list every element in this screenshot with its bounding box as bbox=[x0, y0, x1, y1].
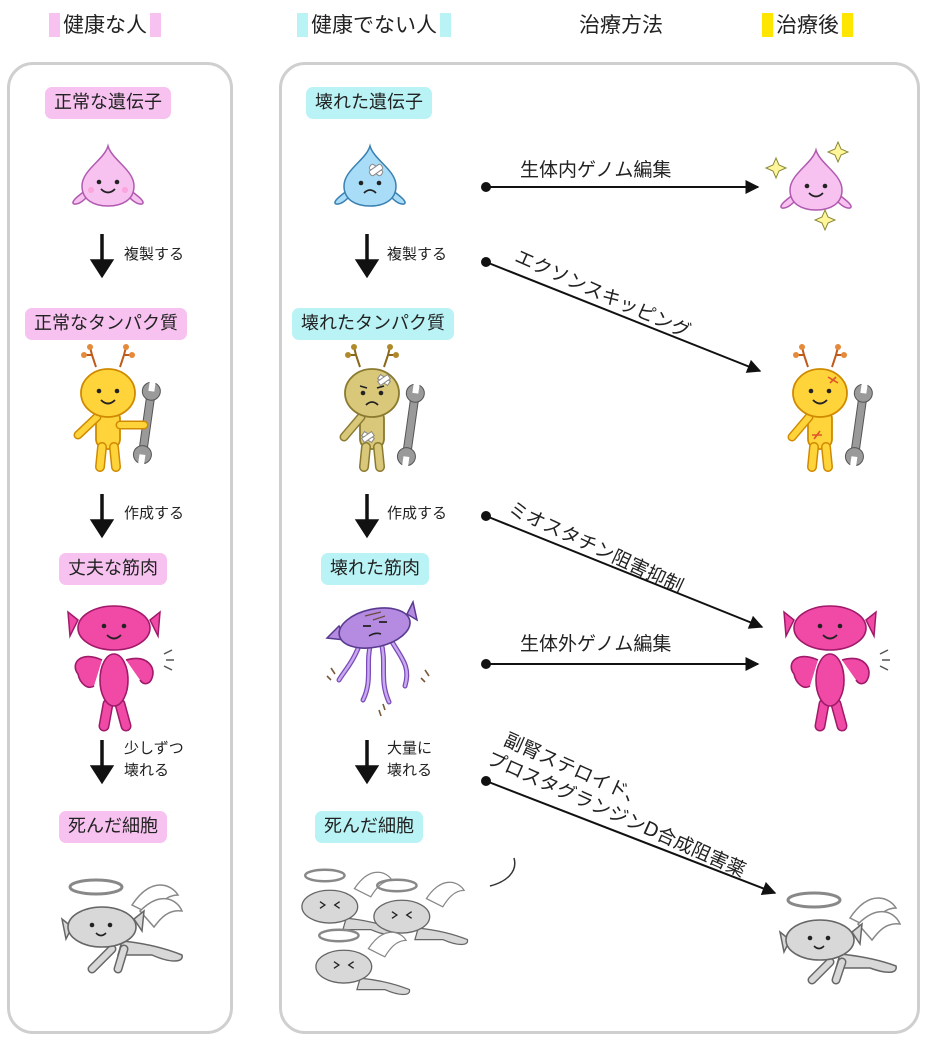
label-normal-protein: 正常なタンパク質 bbox=[25, 308, 187, 340]
cyan-marker bbox=[440, 13, 451, 37]
wrench-character-icon bbox=[73, 344, 161, 472]
label-dead-cell: 死んだ細胞 bbox=[59, 811, 167, 843]
drop-character-icon bbox=[780, 149, 852, 211]
pink-marker bbox=[150, 13, 161, 37]
angel-cell-icon bbox=[60, 878, 184, 974]
label-broken-muscle: 壊れた筋肉 bbox=[321, 553, 429, 585]
broken-wrench-character-icon bbox=[339, 344, 425, 472]
sparkle-icon bbox=[764, 140, 850, 232]
repaired-wrench-character-icon bbox=[787, 344, 873, 472]
label-strong-muscle: 丈夫な筋肉 bbox=[59, 553, 167, 585]
step-replicate: 複製する bbox=[124, 245, 185, 263]
label-normal-gene: 正常な遺伝子 bbox=[45, 87, 171, 119]
treatment-arrows bbox=[481, 180, 777, 895]
label-dead-cell-broken: 死んだ細胞 bbox=[315, 811, 423, 843]
step-replicate-broken: 複製する bbox=[387, 245, 448, 263]
header-unhealthy: 健康でない人 bbox=[297, 10, 451, 40]
angel-cell-icon bbox=[778, 891, 902, 985]
flexing-muscle-icon bbox=[783, 605, 890, 732]
angel-cells-group-icon bbox=[301, 857, 516, 996]
treatment-ex-vivo-genome-editing: 生体外ゲノム編集 bbox=[520, 633, 672, 655]
yellow-marker bbox=[842, 13, 853, 37]
yellow-marker bbox=[762, 13, 773, 37]
cyan-marker bbox=[297, 13, 308, 37]
unhealthy-panel bbox=[279, 62, 920, 1034]
header-healthy: 健康な人 bbox=[49, 10, 161, 40]
step-massively-break: 大量に 壊れる bbox=[387, 739, 433, 779]
treatment-in-vivo-genome-editing: 生体内ゲノム編集 bbox=[520, 159, 672, 181]
header-after: 治療後 bbox=[762, 10, 853, 40]
label-broken-protein: 壊れたタンパク質 bbox=[292, 308, 454, 340]
step-create: 作成する bbox=[124, 504, 185, 522]
drop-character-icon bbox=[72, 145, 144, 207]
pink-marker bbox=[49, 13, 60, 37]
flexing-muscle-icon bbox=[67, 605, 174, 732]
header-treatment: 治療方法 bbox=[579, 13, 663, 37]
sad-drop-character-icon bbox=[334, 145, 406, 207]
label-broken-gene: 壊れた遺伝子 bbox=[306, 87, 432, 119]
healthy-panel bbox=[7, 62, 233, 1034]
step-create-broken: 作成する bbox=[387, 504, 448, 522]
jellyfish-muscle-icon bbox=[325, 599, 430, 717]
step-gradually-break: 少しずつ 壊れる bbox=[124, 739, 184, 779]
step-arrows bbox=[89, 234, 380, 785]
